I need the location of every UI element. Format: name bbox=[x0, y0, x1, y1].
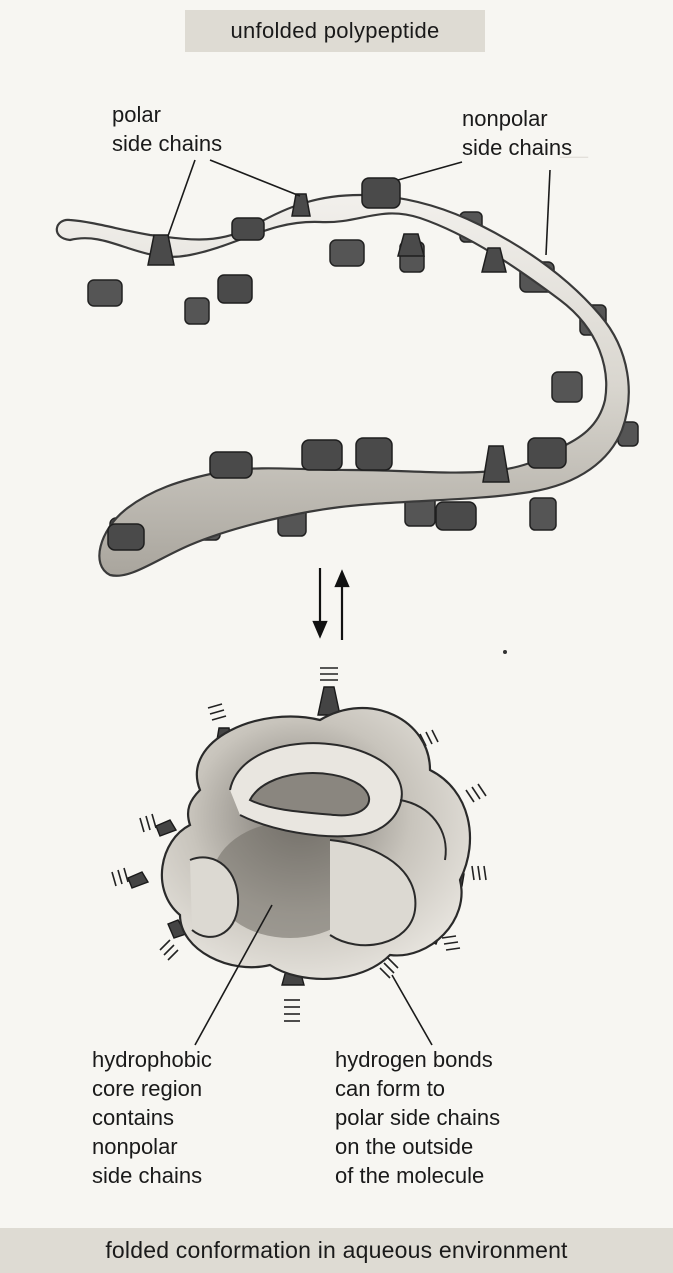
label-line: polar bbox=[112, 100, 222, 129]
label-line: nonpolar bbox=[92, 1132, 212, 1161]
label-line: side chains bbox=[462, 133, 572, 162]
label-line: side chains bbox=[92, 1161, 212, 1190]
label-line: nonpolar bbox=[462, 104, 572, 133]
label-line: can form to bbox=[335, 1074, 500, 1103]
label-line: core region bbox=[92, 1074, 212, 1103]
label-line: side chains bbox=[112, 129, 222, 158]
label-line: of the molecule bbox=[335, 1161, 500, 1190]
folded-protein bbox=[112, 668, 486, 1021]
label-line: on the outside bbox=[335, 1132, 500, 1161]
folded-caption: folded conformation in aqueous environme… bbox=[0, 1228, 673, 1273]
label-line: polar side chains bbox=[335, 1103, 500, 1132]
nonpolar-side-chains-label: nonpolar side chains bbox=[462, 104, 572, 162]
speck bbox=[503, 650, 507, 654]
unfolded-polypeptide-chain bbox=[57, 178, 638, 576]
label-line: hydrophobic bbox=[92, 1045, 212, 1074]
hydrophobic-core-label: hydrophobic core region contains nonpola… bbox=[92, 1045, 212, 1190]
polar-side-chains-label: polar side chains bbox=[112, 100, 222, 158]
label-line: hydrogen bonds bbox=[335, 1045, 500, 1074]
label-line: contains bbox=[92, 1103, 212, 1132]
hydrogen-bonds-label: hydrogen bonds can form to polar side ch… bbox=[335, 1045, 500, 1190]
folded-caption-text: folded conformation in aqueous environme… bbox=[105, 1237, 567, 1264]
equilibrium-arrows bbox=[314, 568, 348, 640]
